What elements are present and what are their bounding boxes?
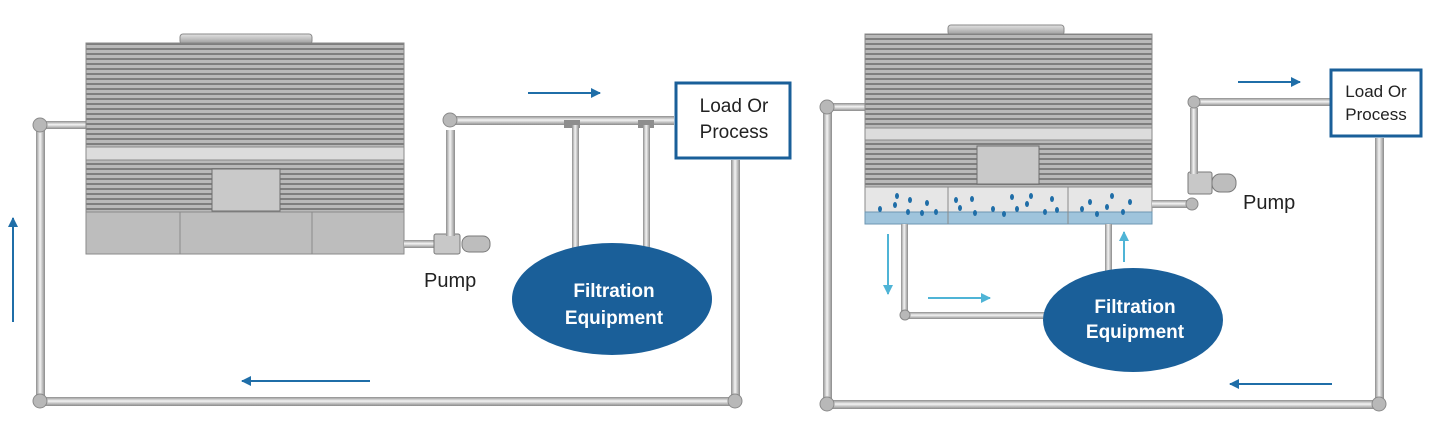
filtration-label-line1: Filtration <box>573 281 654 302</box>
pump-label: Pump <box>424 270 476 292</box>
load-label-line2: Process <box>1345 105 1406 124</box>
cooling-tower <box>864 24 1153 225</box>
return-pipe-loop <box>32 117 743 409</box>
return-pipe-loop <box>819 99 1387 412</box>
filtration-sump-pipes <box>899 224 1112 321</box>
pump <box>404 112 674 255</box>
pump-label: Pump <box>1243 192 1295 214</box>
filtration-equipment: Filtration Equipment <box>512 243 712 355</box>
diagram-right: Pump Load Or Process Filtration Equipmen… <box>819 24 1423 412</box>
cooling-tower <box>85 33 405 255</box>
filtration-label-line2: Equipment <box>565 308 664 329</box>
load-or-process-box: Load Or Process <box>674 81 792 160</box>
filtration-label-line2: Equipment <box>1086 322 1185 343</box>
filtration-equipment: Filtration Equipment <box>1043 268 1223 372</box>
load-label-line2: Process <box>700 122 769 143</box>
filtration-label-line1: Filtration <box>1094 297 1175 318</box>
load-label-line1: Load Or <box>700 96 769 117</box>
diagram-left: Pump Filtration Equipment Load Or Proces… <box>7 33 792 409</box>
pump <box>1152 95 1330 211</box>
load-label-line1: Load Or <box>1345 82 1407 101</box>
load-or-process-box: Load Or Process <box>1329 68 1423 138</box>
filtration-branch-pipes <box>564 120 654 249</box>
water-droplets <box>878 193 1132 217</box>
